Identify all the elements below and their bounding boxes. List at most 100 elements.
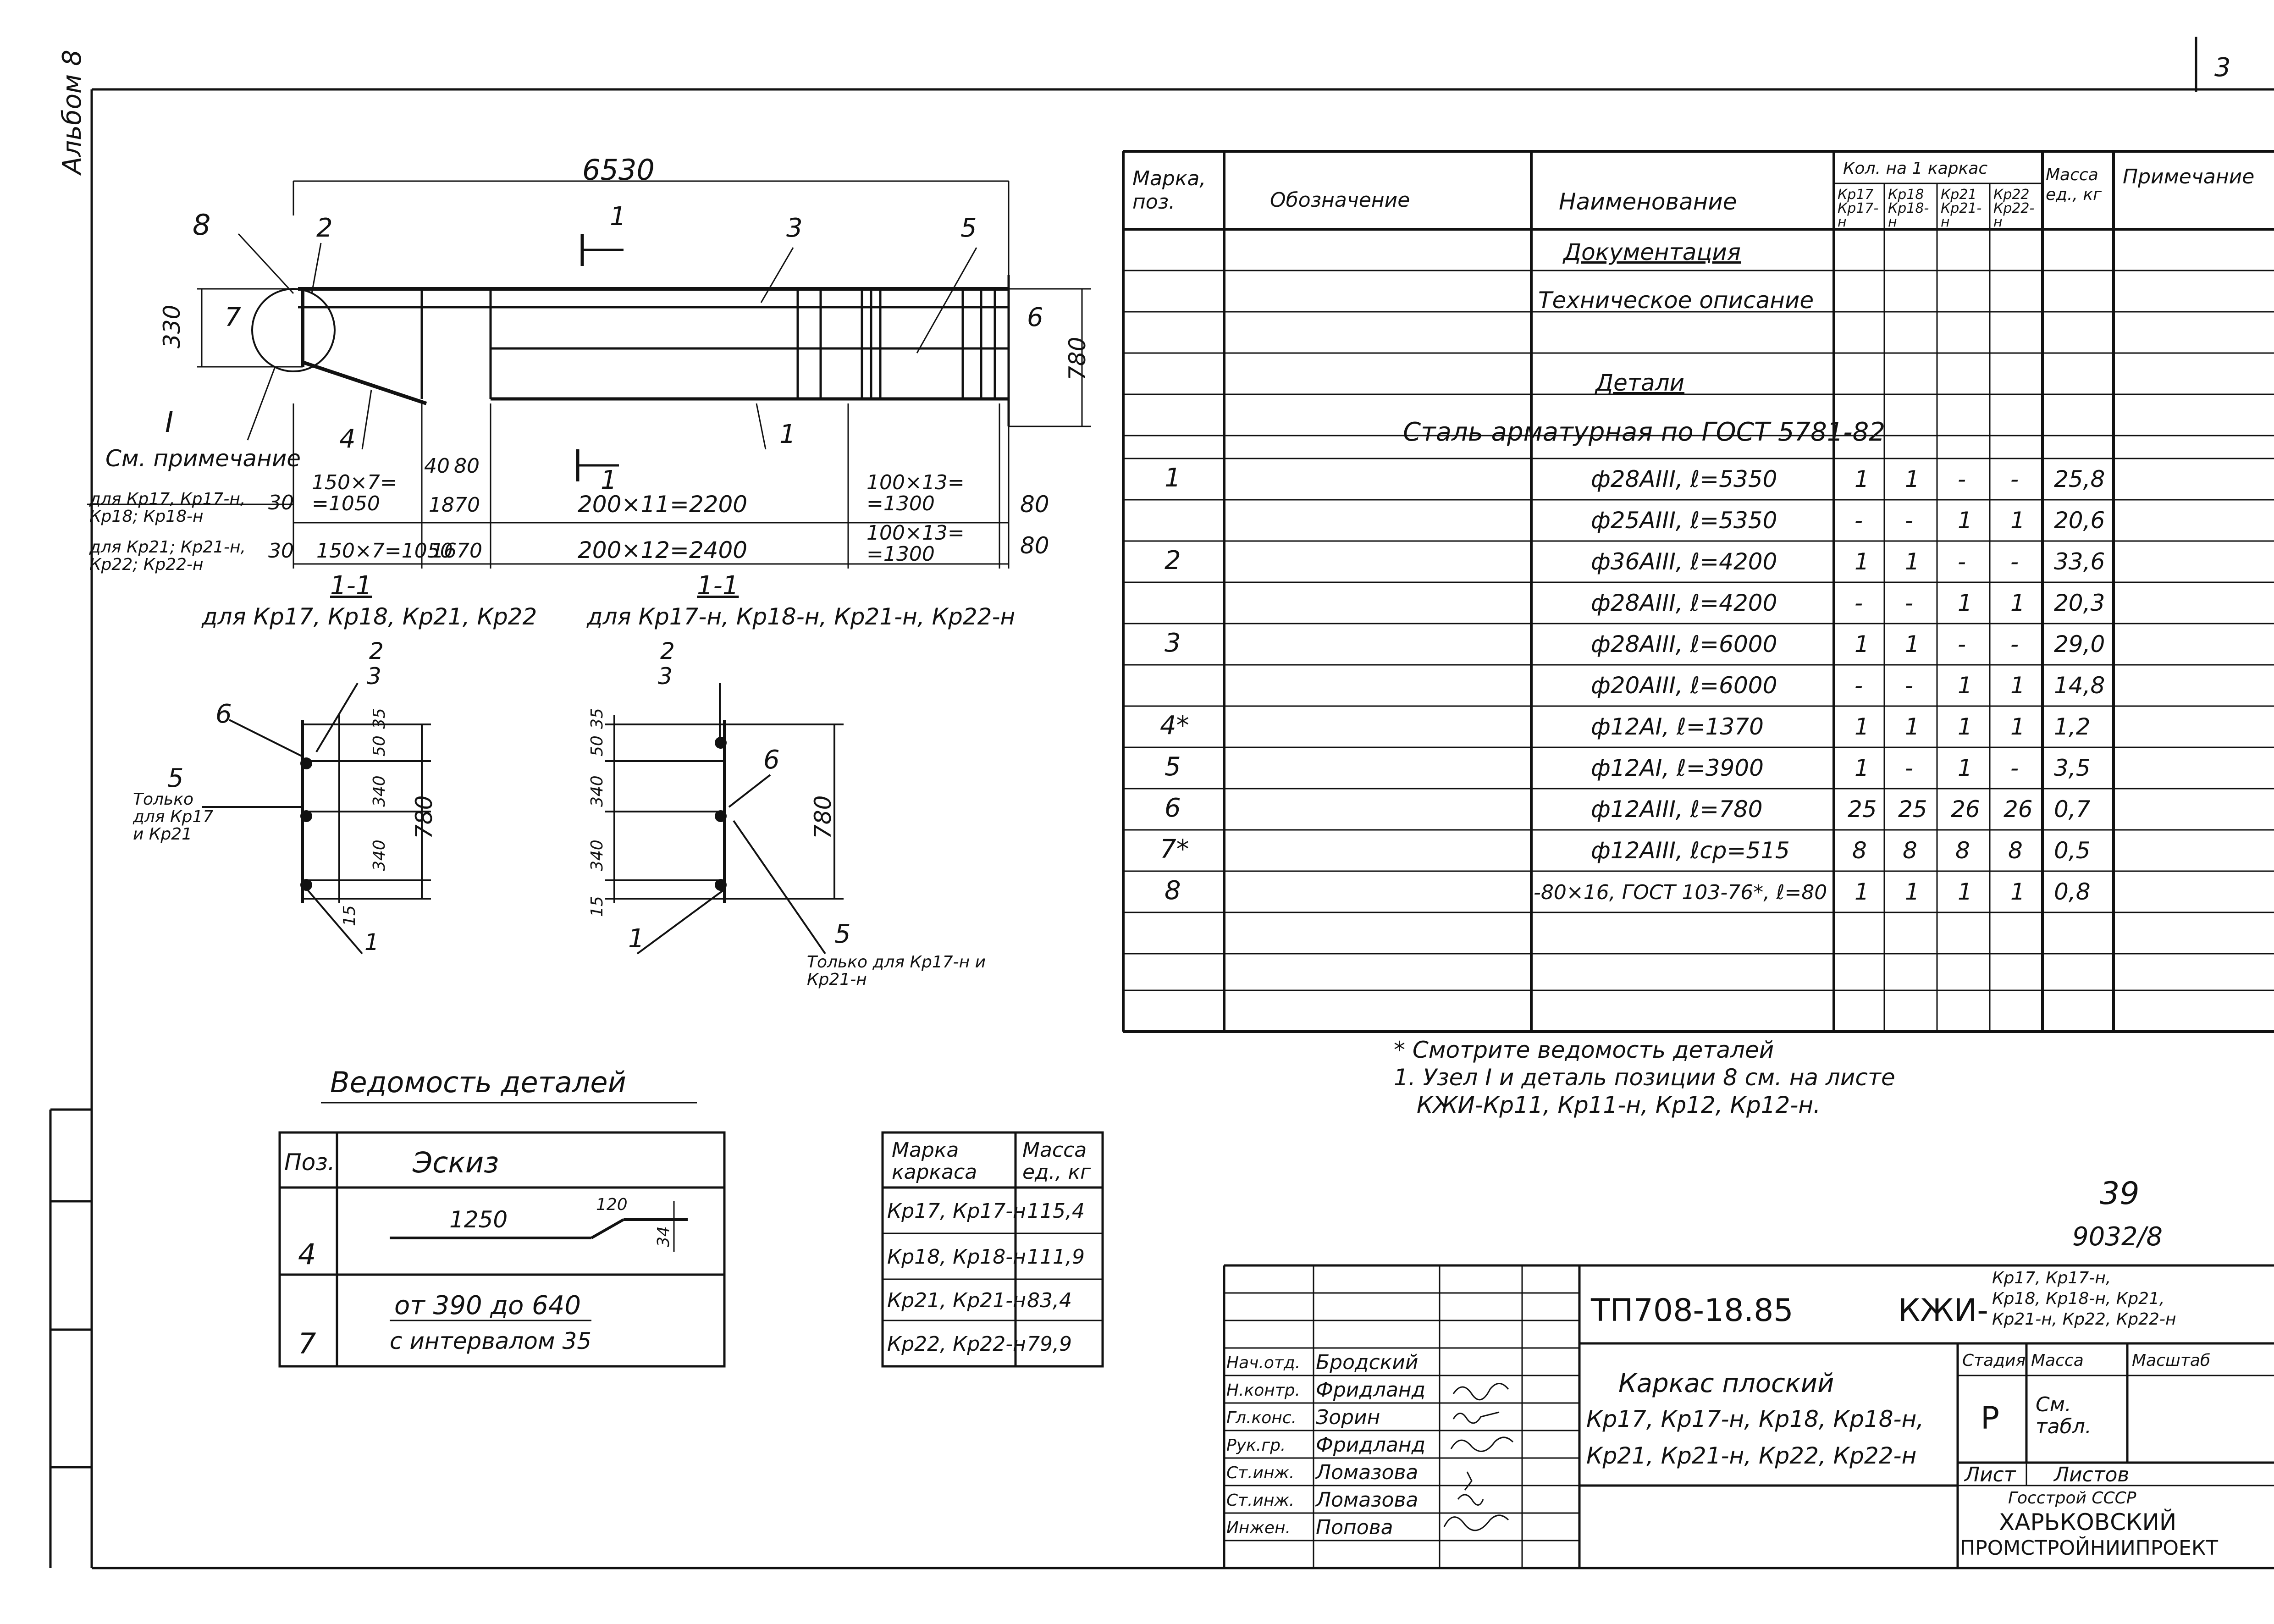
row-9-q3: 26	[1951, 796, 1980, 823]
row-3-q1: 1	[1855, 548, 1869, 575]
mass-value: См. табл.	[2036, 1393, 2092, 1439]
dim-a-1050: 150×7= =1050	[312, 471, 397, 516]
row-11-q4: 1	[2010, 878, 2025, 905]
row-7-q1: 1	[1855, 713, 1869, 740]
details-col-pos: Поз.	[284, 1149, 335, 1176]
section-left-callout-1: 1	[364, 929, 379, 956]
dim-a-30: 30	[268, 491, 294, 514]
mass-row-2-mark: Кр18, Кр18-н	[887, 1245, 1026, 1269]
section-left-callout-5: 5	[167, 763, 184, 793]
callout-5: 5	[960, 213, 977, 243]
row-7-mass: 1,2	[2054, 713, 2091, 740]
node-mark: I	[165, 405, 174, 439]
row-8-q2: -	[1905, 755, 1914, 781]
row-4-q2: -	[1905, 590, 1914, 616]
sheet-label: Лист	[1965, 1463, 2016, 1486]
staff-role-3: Гл.конс.	[1226, 1409, 1297, 1427]
row-6-mass: 14,8	[2054, 672, 2105, 699]
details-title: Ведомость деталей	[330, 1066, 626, 1099]
row-9-name: ф12AIII, ℓ=780	[1591, 796, 1763, 823]
row-1-mass: 25,8	[2054, 466, 2105, 492]
row-8-q3: 1	[1958, 755, 1972, 781]
signature-3	[1450, 1436, 1514, 1452]
row-5-q3: -	[1958, 631, 1966, 657]
staff-role-6: Ст.инж.	[1226, 1491, 1295, 1510]
row-5-q4: -	[2010, 631, 2019, 657]
callout-2: 2	[316, 213, 333, 243]
dim-a-40: 40	[424, 454, 450, 478]
staff-name-2: Фридланд	[1316, 1378, 1426, 1402]
section-right-callout-6: 6	[763, 745, 780, 775]
row-1-pos: 1	[1165, 463, 1181, 493]
section-left-title: 1-1	[330, 571, 372, 601]
series-line-1: Кр17, Кр17-н,	[1992, 1269, 2111, 1287]
row-1-q2: 1	[1905, 466, 1920, 492]
overall-length-dim: 6530	[582, 153, 655, 187]
mass-col-mass: Масса ед., кг	[1022, 1138, 1091, 1184]
section-right-note: Только для Кр17-н и Кр21-н	[807, 953, 986, 989]
stage-value: Р	[1981, 1400, 2000, 1436]
signature-6	[1443, 1514, 1509, 1531]
signature-2	[1452, 1411, 1500, 1424]
spec-section-docs: Документация	[1563, 239, 1741, 265]
mass-row-4-mass: 79,9	[1027, 1332, 1072, 1356]
section-left-note: Только для Кр17 и Кр21	[133, 790, 214, 844]
row-7-q3: 1	[1958, 713, 1972, 740]
row-2-q3: 1	[1958, 507, 1972, 534]
mass-row-3-mark: Кр21, Кр21-н	[887, 1289, 1026, 1312]
details-row4-pos: 4	[298, 1237, 316, 1271]
dim-a-80-end: 80	[1020, 491, 1049, 518]
mass-col-mark: Марка каркаса	[892, 1138, 977, 1184]
dim-b-1050: 150×7=1050	[316, 539, 453, 563]
row-1-q3: -	[1958, 466, 1966, 492]
project-code: 9032/8	[2072, 1222, 2163, 1252]
row-4-q3: 1	[1958, 590, 1972, 616]
dim-b-2400: 200×12=2400	[578, 537, 748, 563]
row-2-q4: 1	[2010, 507, 2025, 534]
row-11-mass: 0,8	[2054, 878, 2091, 905]
mass-row-4-mark: Кр22, Кр22-н	[887, 1332, 1026, 1356]
staff-name-5: Ломазова	[1316, 1461, 1418, 1484]
doc-code: ТП708-18.85	[1591, 1293, 1794, 1329]
row-6-q3: 1	[1958, 672, 1972, 699]
callout-7: 7	[225, 303, 241, 332]
node-note: См. примечание	[105, 445, 301, 472]
section-right-callout-3: 3	[658, 663, 673, 690]
dim-b-1670: 1670	[431, 539, 482, 563]
callout-4: 4	[339, 424, 356, 454]
section-left-callout-2: 2	[369, 638, 384, 664]
section-left-callout-6: 6	[215, 699, 232, 729]
row-3-q4: -	[2010, 548, 2019, 575]
series-line-3: Кр21-н, Кр22, Кр22-н	[1992, 1310, 2176, 1329]
sheet-number: 39	[2100, 1176, 2140, 1212]
row-11-name: -80×16, ГОСТ 103-76*, ℓ=80	[1534, 881, 1827, 904]
row-11-q3: 1	[1958, 878, 1972, 905]
row-8-name: ф12AI, ℓ=3900	[1591, 755, 1764, 781]
spec-grid	[1122, 150, 2274, 1033]
staff-name-1: Бродский	[1316, 1351, 1418, 1374]
callout-6: 6	[1027, 303, 1043, 332]
section-left-subtitle: для Кр17, Кр18, Кр21, Кр22	[202, 603, 537, 630]
spec-steel-heading: Сталь арматурная по ГОСТ 5781-82	[1403, 417, 1885, 447]
title-line-1: Каркас плоский	[1618, 1369, 1834, 1398]
row-6-name: ф20AIII, ℓ=6000	[1591, 672, 1777, 699]
row-4-q4: 1	[2010, 590, 2025, 616]
row-3-q2: 1	[1905, 548, 1920, 575]
staff-role-1: Нач.отд.	[1226, 1353, 1301, 1372]
spec-header-qty-1: Кр17 Кр17-н	[1838, 187, 1879, 230]
spec-header-qty-group: Кол. на 1 каркас	[1843, 159, 1988, 178]
group-a-label: для Кр17, Кр17-н, Кр18; Кр18-н	[89, 490, 246, 526]
row-2-mass: 20,6	[2054, 507, 2105, 534]
dim-a-1870: 1870	[429, 493, 480, 517]
series-line-2: Кр18, Кр18-н, Кр21,	[1992, 1289, 2165, 1308]
row-1-q4: -	[2010, 466, 2019, 492]
callout-3: 3	[786, 213, 803, 243]
callout-1-bottom: 1	[779, 420, 796, 449]
row-10-name: ф12AIII, ℓср=515	[1591, 837, 1790, 864]
row-1-q1: 1	[1855, 466, 1869, 492]
row-2-q2: -	[1905, 507, 1914, 534]
section-right-callout-1: 1	[628, 924, 645, 954]
signature-1	[1452, 1383, 1509, 1401]
